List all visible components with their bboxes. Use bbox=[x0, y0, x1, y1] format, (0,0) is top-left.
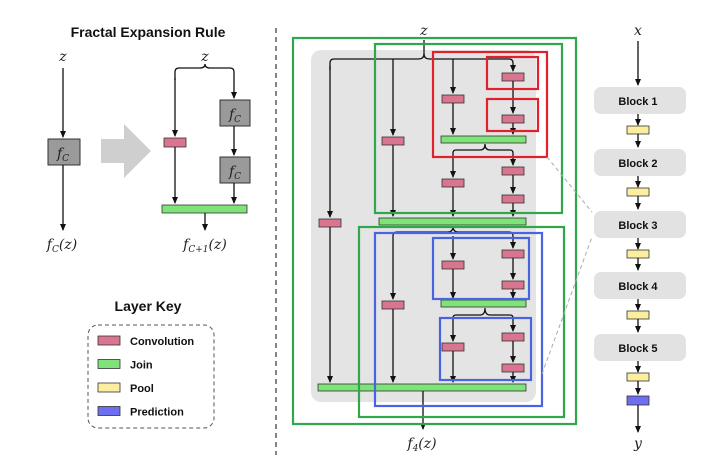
fc1-join bbox=[161, 204, 248, 214]
fc-output-label: fC(z) bbox=[46, 237, 77, 255]
join-3 bbox=[440, 299, 527, 308]
fc1-output-label: fC+1(z) bbox=[182, 237, 227, 255]
col3-conv-2 bbox=[441, 178, 465, 188]
green-box-f3-bottom bbox=[357, 225, 566, 419]
key-swatch-join bbox=[97, 359, 121, 369]
block-2 bbox=[594, 149, 686, 176]
block-1-label: Block 1 bbox=[618, 96, 657, 108]
fc1-block-bottom bbox=[219, 156, 251, 184]
pool-1 bbox=[626, 125, 650, 135]
fc-input-z: z bbox=[58, 49, 67, 65]
net-top-split bbox=[329, 53, 514, 70]
col4-conv-7 bbox=[501, 332, 525, 342]
block-3 bbox=[594, 211, 686, 238]
col2-conv-bottom bbox=[381, 300, 405, 310]
col4-conv-8 bbox=[501, 363, 525, 373]
key-label-convolution: Convolution bbox=[130, 336, 194, 348]
block-4 bbox=[594, 272, 686, 299]
layer-key-box bbox=[87, 324, 215, 429]
key-label-join: Join bbox=[130, 360, 153, 372]
fractal-expansion-rule: Fractal Expansion Rule z fC fC(z) z fC f… bbox=[46, 24, 251, 255]
fc1-block-top bbox=[219, 99, 251, 127]
col4-conv-5 bbox=[501, 249, 525, 259]
join-2 bbox=[378, 217, 527, 226]
stack-input-x: x bbox=[634, 23, 642, 39]
col3-conv-3 bbox=[441, 260, 465, 270]
red-box-f1-top bbox=[485, 55, 540, 91]
pool-4 bbox=[626, 310, 650, 320]
join1-split bbox=[452, 143, 514, 160]
fc1-split-brace bbox=[174, 63, 235, 80]
key-swatch-pool bbox=[97, 382, 121, 393]
key-swatch-prediction bbox=[97, 406, 121, 416]
block-2-label: Block 2 bbox=[618, 158, 657, 170]
join-1 bbox=[440, 135, 527, 144]
block-stack: x y Block 1 Block 2 Block 3 Block 4 Block 5 bbox=[594, 23, 686, 452]
expansion-arrow bbox=[101, 124, 151, 178]
join-final bbox=[317, 383, 527, 392]
green-box-f3-top bbox=[373, 42, 564, 215]
blue-box-f2-bottom bbox=[438, 316, 533, 382]
red-box-f2 bbox=[431, 50, 549, 159]
col2-conv-top bbox=[381, 136, 405, 146]
connector-to-block3-bottom bbox=[541, 236, 593, 375]
layer-key-title: Layer Key bbox=[115, 298, 182, 314]
fc1-input-z: z bbox=[200, 49, 209, 65]
pool-2 bbox=[626, 187, 650, 197]
green-box-f4 bbox=[291, 36, 578, 426]
pool-3 bbox=[626, 249, 650, 259]
col4-conv-3 bbox=[501, 166, 525, 176]
key-label-prediction: Prediction bbox=[130, 407, 184, 419]
col4-conv-4 bbox=[501, 194, 525, 204]
col4-conv-6 bbox=[501, 280, 525, 290]
key-label-pool: Pool bbox=[130, 383, 154, 395]
block-4-label: Block 4 bbox=[618, 281, 658, 293]
expansion-rule-title: Fractal Expansion Rule bbox=[71, 24, 226, 40]
col4-conv-1 bbox=[501, 72, 525, 82]
red-box-f1-bottom bbox=[485, 97, 540, 133]
key-swatch-convolution bbox=[97, 335, 121, 346]
block-3-label: Block 3 bbox=[618, 220, 657, 232]
col3-conv-1 bbox=[441, 94, 465, 104]
fc1-convolution bbox=[163, 137, 187, 148]
network-output-label: f4(z) bbox=[406, 436, 436, 454]
stack-output-y: y bbox=[633, 436, 643, 452]
network-input-z: z bbox=[419, 23, 428, 39]
pool-5 bbox=[626, 372, 650, 382]
fc-block bbox=[47, 138, 81, 166]
col3-conv-4 bbox=[441, 342, 465, 352]
block-1 bbox=[594, 87, 686, 114]
blue-box-f2-top bbox=[431, 236, 531, 301]
col4-conv-2 bbox=[501, 114, 525, 124]
col1-convolution bbox=[318, 218, 342, 228]
blue-box-f3 bbox=[373, 231, 544, 408]
join3-split bbox=[452, 307, 514, 325]
fractal-network-f4: z bbox=[291, 23, 593, 454]
block-5 bbox=[594, 334, 686, 361]
block-5-label: Block 5 bbox=[618, 343, 657, 355]
prediction-layer bbox=[626, 395, 650, 406]
connector-to-block3-top bbox=[546, 156, 593, 213]
